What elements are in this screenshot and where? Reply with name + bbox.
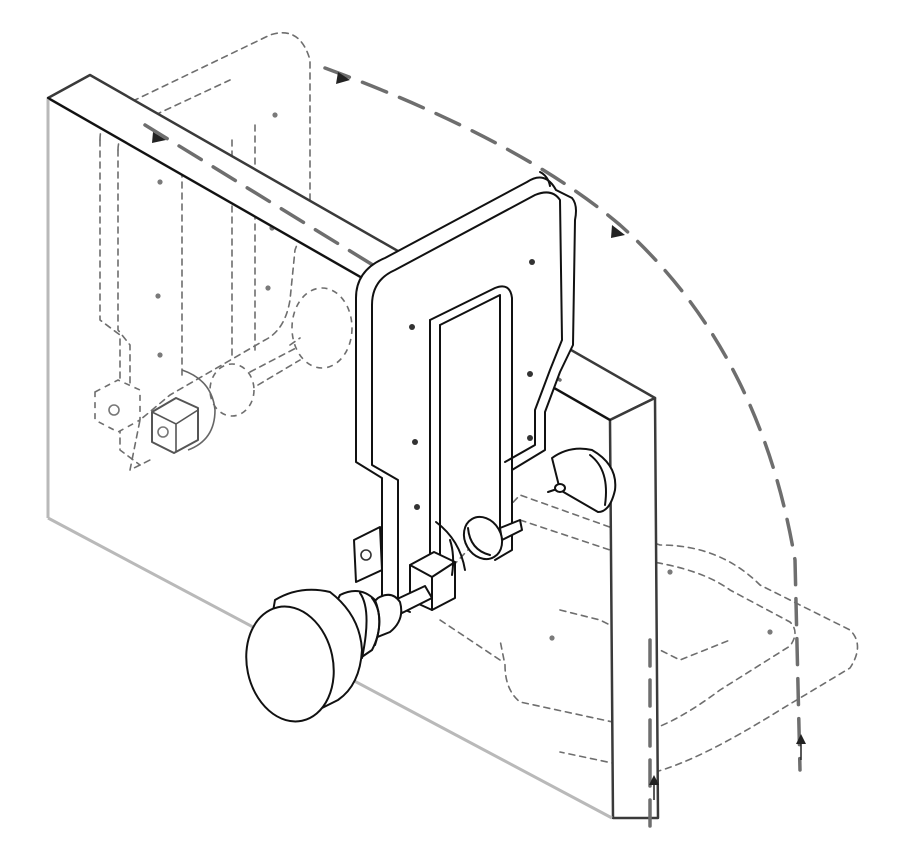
arrow-icon [649,775,659,785]
arrow-icon [611,225,625,238]
pivot-bracket [355,171,577,613]
control-knob[interactable] [236,585,433,730]
ghost-bracket-rotated-down [429,494,859,773]
arrow-icon [152,132,166,143]
arrow-icon [336,72,350,84]
ghost-guide-blocks [94,369,216,454]
arrow-icon [796,734,806,744]
mounting-plate [46,73,660,820]
pivot-knob-rear [547,447,617,513]
small-knob [462,515,523,561]
ghost-bracket-rotated-back [99,32,353,471]
